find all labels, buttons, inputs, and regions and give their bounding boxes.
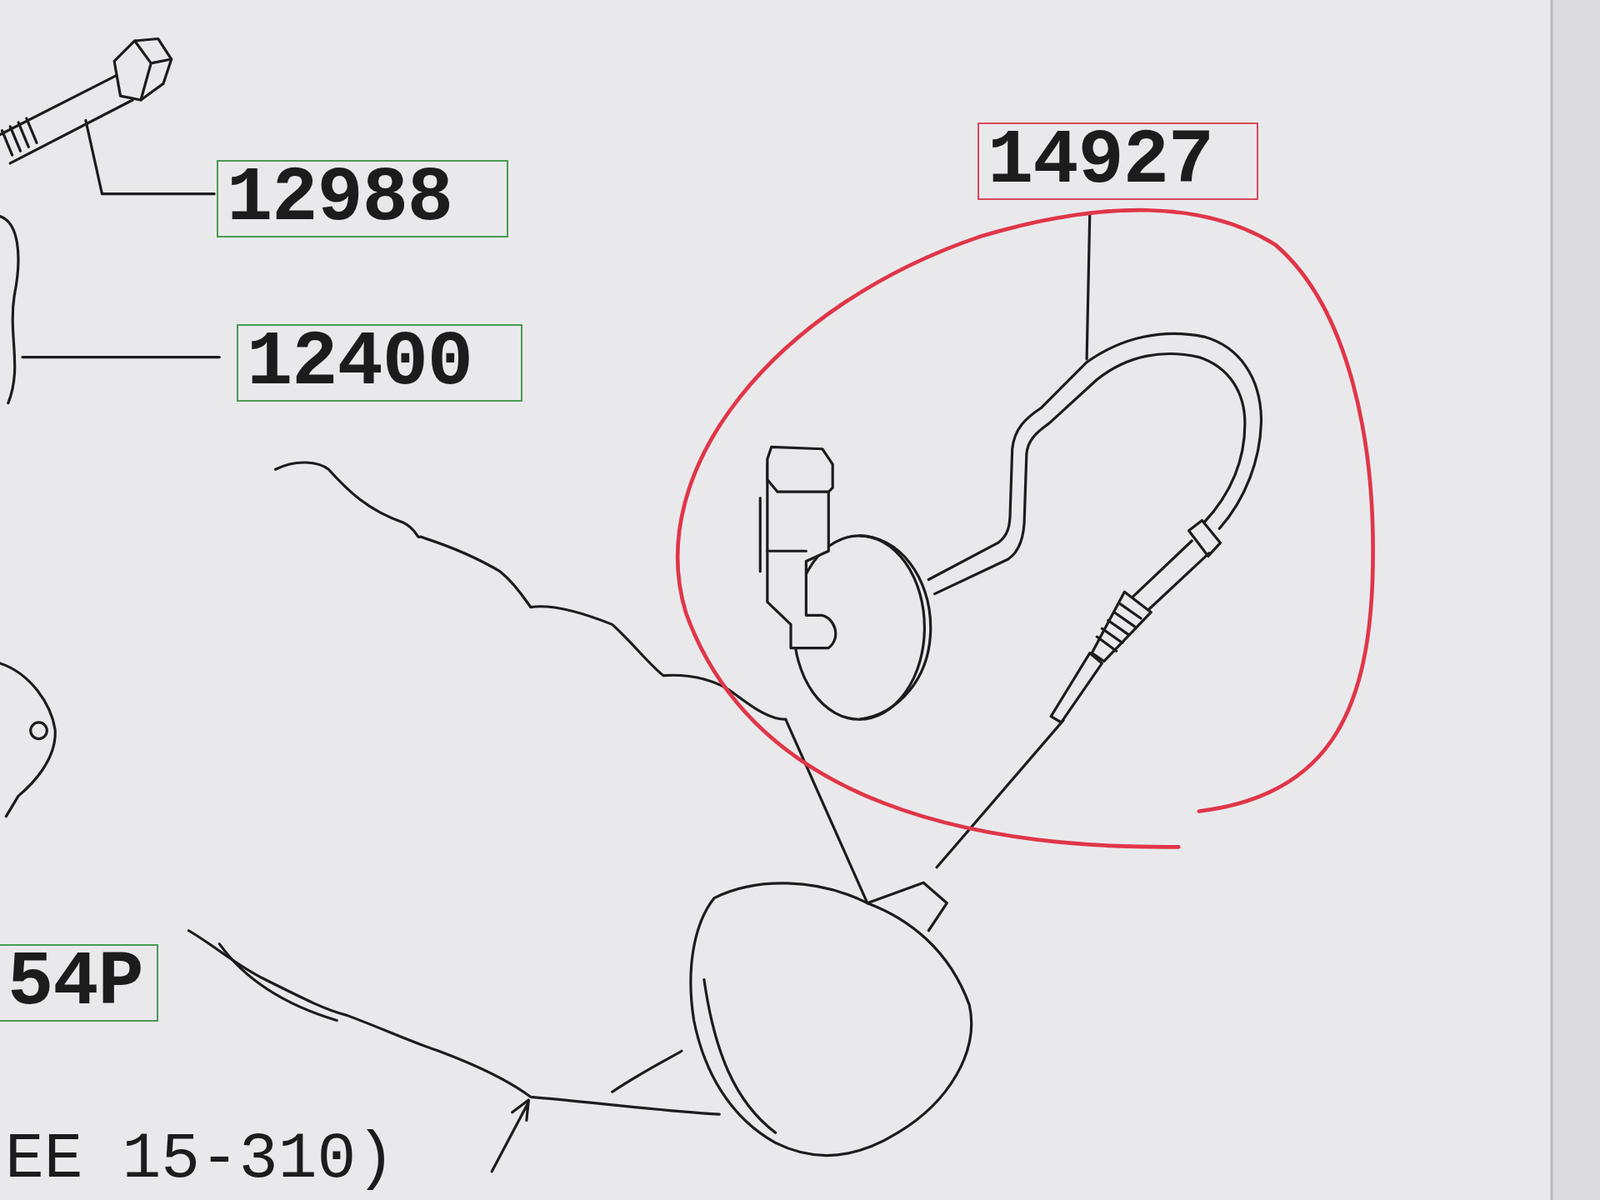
screen-margin [1551,0,1600,1200]
sensor-boss [690,883,972,1156]
leader-line [1086,214,1090,360]
sensor-boss-edge [704,980,776,1134]
housing-outline [189,930,720,1115]
sensor-connector-latch [760,498,806,572]
leader-line [22,355,220,359]
callout-number: 54P [7,946,144,1020]
mount-hole [30,722,48,740]
sensor-disc-rim [859,535,931,720]
wire-collar [1189,520,1221,556]
bolt-thread [1,118,37,155]
sensor-wire [935,353,1245,594]
reference-arrow [491,1100,529,1172]
leader-line [85,120,215,194]
callout-box: 12400 [236,324,523,402]
sensor-wire [928,333,1261,580]
callout-box: 12988 [216,160,509,238]
sensor-sleeve [1132,540,1210,610]
highlight-circle [677,210,1373,847]
sensor-boss-socket [867,882,948,931]
mount-outline [0,663,55,817]
bolt-head [114,39,172,100]
callout-box: 54P [0,944,159,1022]
housing-outline [785,719,868,903]
sensor-axis [936,720,1064,867]
callout-number: 12988 [226,162,453,235]
reference-note: EE 15-310) [5,1126,395,1192]
sensor-connector-top [767,446,833,492]
bolt-shaft [0,73,133,164]
housing-outline [219,944,682,1093]
sensor-thread [1096,604,1141,651]
bracket-outline [0,216,19,404]
sensor-thread [1091,591,1151,661]
bolt-head-edge [135,40,172,100]
callout-number: 14927 [987,125,1214,198]
screen-edge [1550,0,1554,1200]
bolt [0,39,215,195]
sensor-probe [1050,653,1102,723]
housing-outline [275,462,786,720]
temperature-sensor [760,214,1261,723]
callout-number: 12400 [246,326,473,400]
callout-box: 14927 [977,122,1259,200]
